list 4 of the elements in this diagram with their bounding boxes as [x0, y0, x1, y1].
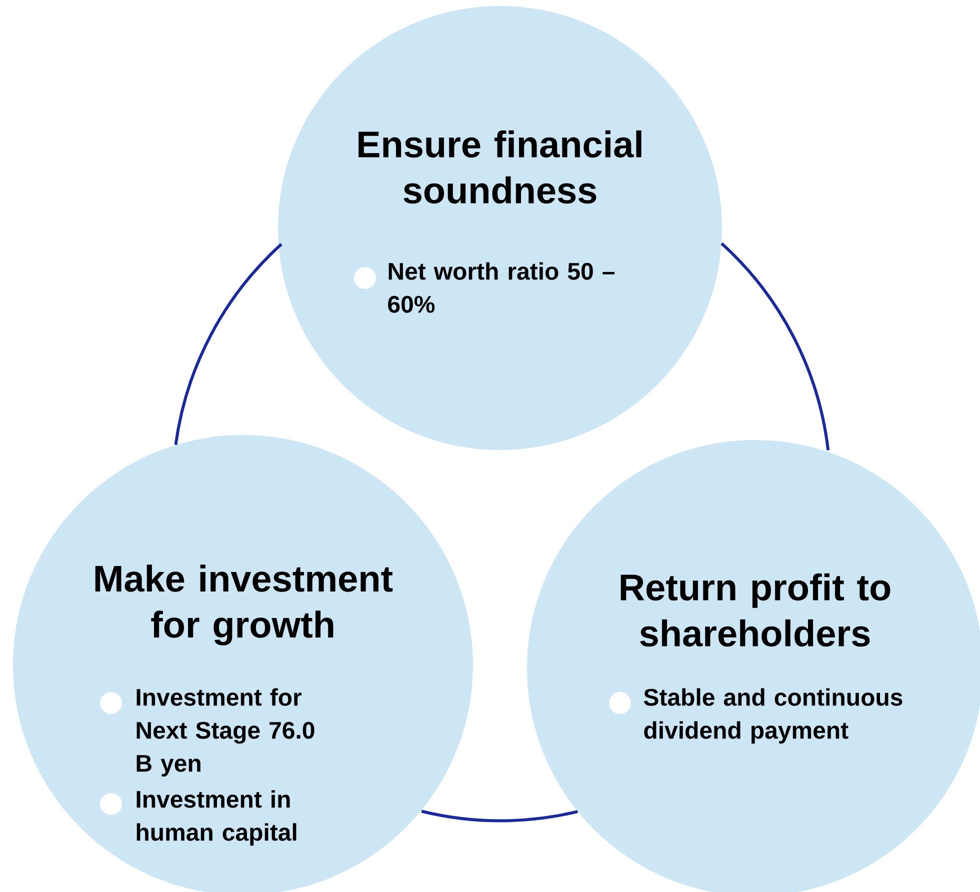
connector-arc [720, 242, 830, 450]
connector-arc [421, 810, 578, 822]
circle-node: Ensure financial soundness Net worth ratio 50 – 60% [278, 6, 722, 450]
connector-arc [174, 243, 282, 446]
